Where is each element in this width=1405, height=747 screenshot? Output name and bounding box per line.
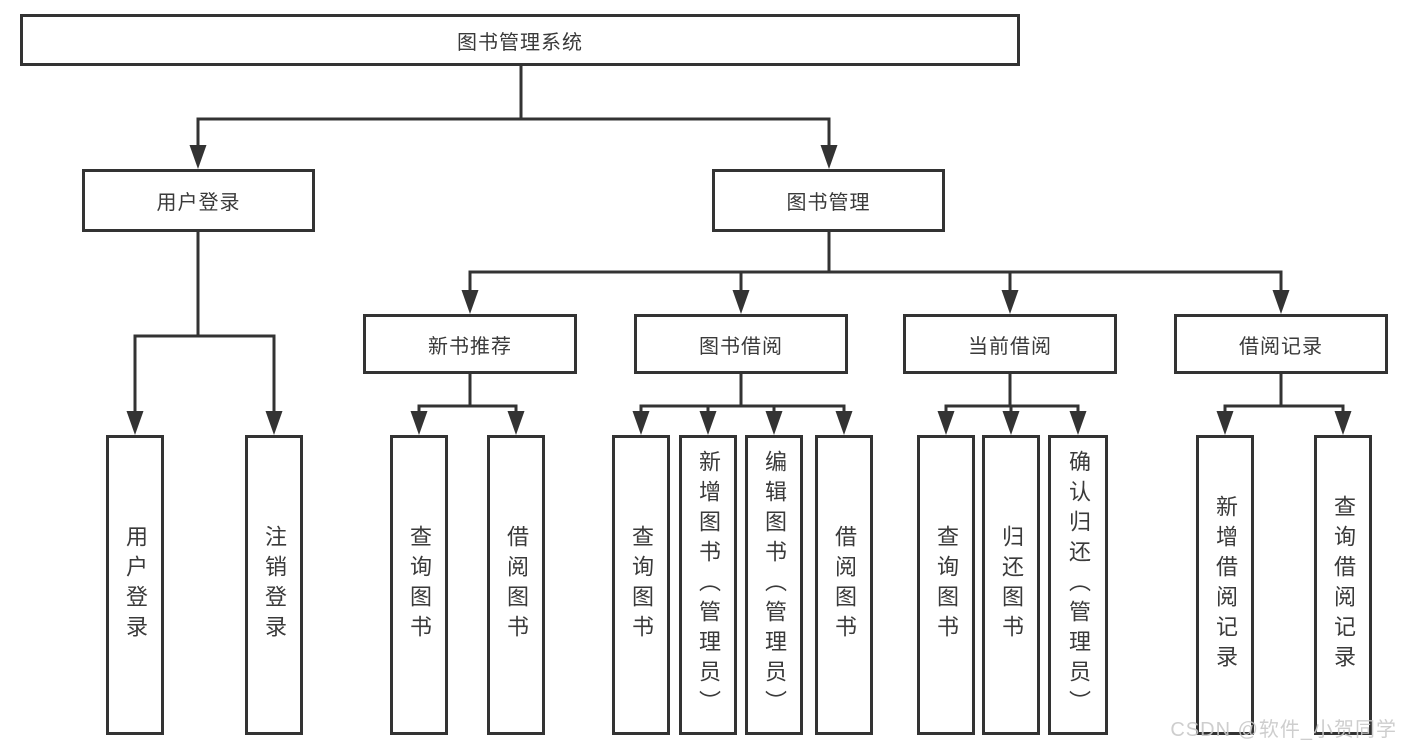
node-book-management: 图书管理 xyxy=(712,169,945,232)
leaf-add-book-admin: 新增图书（管理员） xyxy=(679,435,737,735)
node-current-borrowing-label: 当前借阅 xyxy=(968,335,1052,358)
node-root: 图书管理系统 xyxy=(20,14,1020,66)
node-book-management-label: 图书管理 xyxy=(786,192,871,214)
leaf-edit-book-admin-label: 编辑图书（管理员） xyxy=(762,450,787,720)
arrowheads xyxy=(126,145,1352,435)
leaf-query-borrow-record-label: 查询借阅记录 xyxy=(1331,495,1356,675)
node-borrowing-records-label: 借阅记录 xyxy=(1239,335,1323,358)
leaf-add-borrow-record: 新增借阅记录 xyxy=(1196,435,1254,735)
leaf-query-books-recommend-label: 查询图书 xyxy=(407,525,432,645)
leaf-borrow-books-recommend: 借阅图书 xyxy=(487,435,545,735)
leaf-return-books: 归还图书 xyxy=(982,435,1040,735)
leaf-query-books-recommend: 查询图书 xyxy=(390,435,448,735)
leaf-user-login: 用户登录 xyxy=(106,435,164,735)
node-new-book-recommendation-label: 新书推荐 xyxy=(428,335,512,358)
leaf-borrow-books-borrowing: 借阅图书 xyxy=(815,435,873,735)
leaf-query-books-current: 查询图书 xyxy=(917,435,975,735)
leaf-logout-label: 注销登录 xyxy=(262,525,287,645)
leaf-borrow-books-recommend-label: 借阅图书 xyxy=(504,525,529,645)
node-book-borrowing-label: 图书借阅 xyxy=(699,335,783,358)
node-user-login-label: 用户登录 xyxy=(156,192,241,214)
leaf-add-borrow-record-label: 新增借阅记录 xyxy=(1213,495,1238,675)
node-book-borrowing: 图书借阅 xyxy=(634,314,848,374)
node-new-book-recommendation: 新书推荐 xyxy=(363,314,577,374)
leaf-query-borrow-record: 查询借阅记录 xyxy=(1314,435,1372,735)
leaf-edit-book-admin: 编辑图书（管理员） xyxy=(745,435,803,735)
leaf-borrow-books-borrowing-label: 借阅图书 xyxy=(832,525,857,645)
leaf-confirm-return-admin: 确认归还（管理员） xyxy=(1048,435,1108,735)
leaf-query-books-current-label: 查询图书 xyxy=(934,525,959,645)
leaf-user-login-label: 用户登录 xyxy=(123,525,148,645)
leaf-query-books-borrowing-label: 查询图书 xyxy=(629,525,654,645)
leaf-query-books-borrowing: 查询图书 xyxy=(612,435,670,735)
node-user-login: 用户登录 xyxy=(82,169,315,232)
leaf-return-books-label: 归还图书 xyxy=(999,525,1024,645)
node-borrowing-records: 借阅记录 xyxy=(1174,314,1388,374)
node-current-borrowing: 当前借阅 xyxy=(903,314,1117,374)
leaf-add-book-admin-label: 新增图书（管理员） xyxy=(696,450,721,720)
csdn-watermark: CSDN @软件_小贺同学 xyxy=(1170,719,1397,741)
node-root-label: 图书管理系统 xyxy=(457,31,583,54)
leaf-logout: 注销登录 xyxy=(245,435,303,735)
leaf-confirm-return-admin-label: 确认归还（管理员） xyxy=(1066,450,1091,720)
